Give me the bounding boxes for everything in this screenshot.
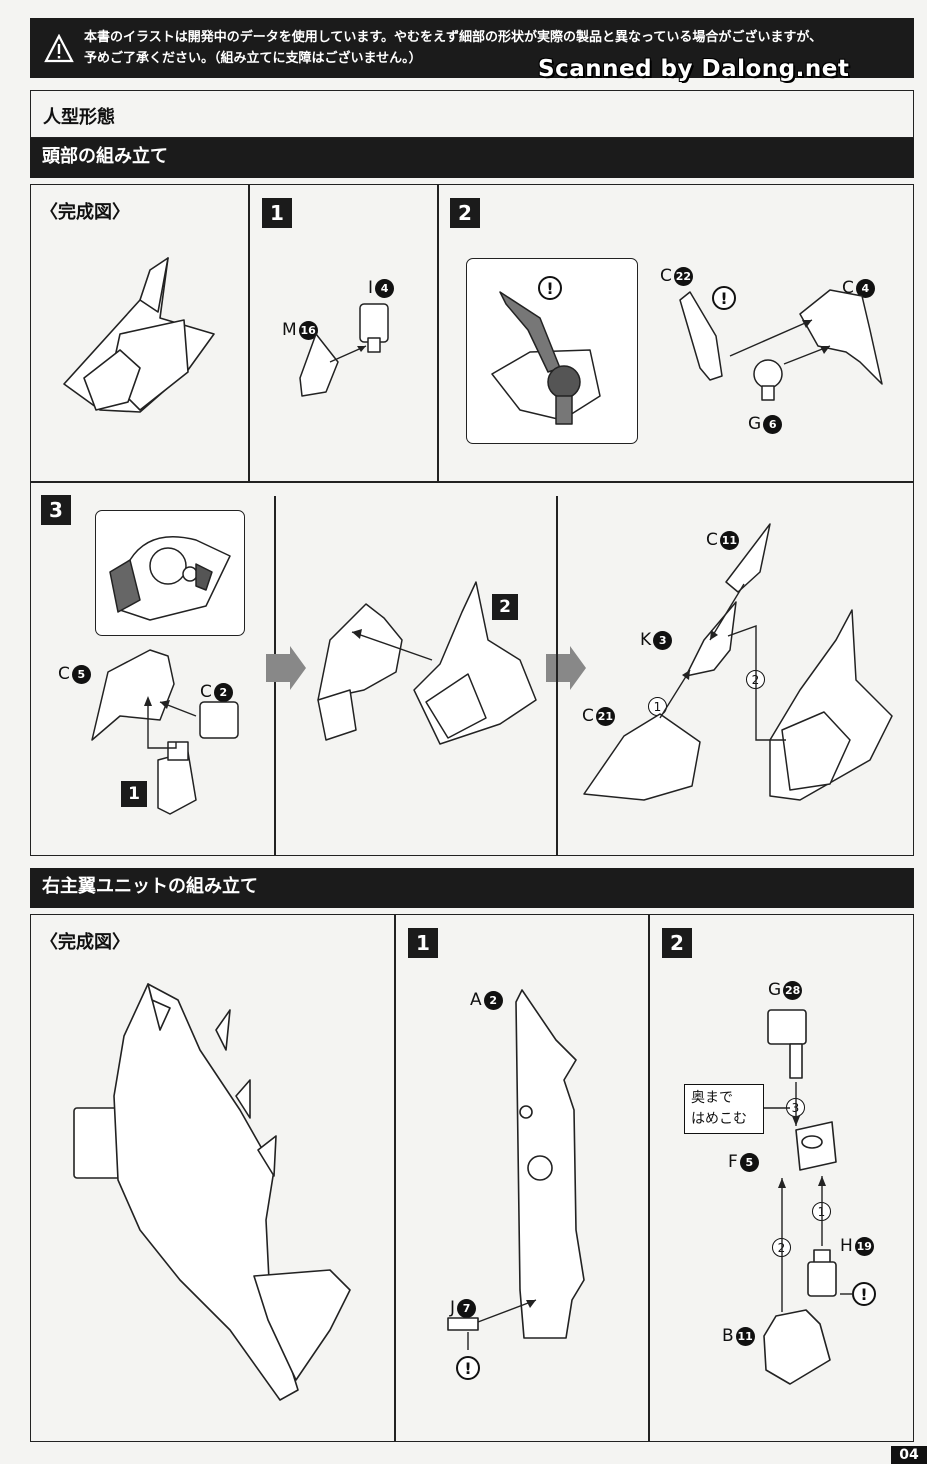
head-section-title: 頭部の組み立て [30,138,914,178]
wing-section-title: 右主翼ユニットの組み立て [30,868,914,908]
warning-line-2: 予めご了承ください。（組み立てに支障はございません。） [84,51,422,66]
watermark: Scanned by Dalong.net [538,56,850,82]
head-complete-label: 〈完成図〉 [40,202,130,223]
ref-step-2-badge: 2 [492,594,518,620]
callout-line-1: 奥まで [691,1090,733,1106]
divider [437,184,439,482]
mode-title: 人型形態 [43,107,115,128]
callout-line-2: はめこむ [691,1111,747,1127]
divider [648,914,650,1442]
wing-complete-label: 〈完成図〉 [40,932,130,953]
head-panel-row-2 [30,482,914,856]
divider [556,496,558,856]
mode-header: 人型形態 [30,90,914,138]
warning-text: 本書のイラストは開発中のデータを使用しています。やむをえず細部の形状が実際の製品… [84,27,909,69]
divider [394,914,396,1442]
warning-banner: 本書のイラストは開発中のデータを使用しています。やむをえず細部の形状が実際の製品… [30,18,914,78]
wing-panel [30,914,914,1442]
insert-fully-callout: 奥まで はめこむ [684,1084,764,1134]
head-step-2-badge: 2 [450,198,480,228]
caution-icon: ! [456,1356,480,1380]
wing-step-2-badge: 2 [662,928,692,958]
divider [248,184,250,482]
head-step-1-badge: 1 [262,198,292,228]
wing-step-1-badge: 1 [408,928,438,958]
caution-icon: ! [712,286,736,310]
head-step-3-badge: 3 [41,495,71,525]
ref-step-1-badge: 1 [121,781,147,807]
caution-icon: ! [538,276,562,300]
warning-line-1: 本書のイラストは開発中のデータを使用しています。やむをえず細部の形状が実際の製品… [84,30,823,45]
warning-triangle-icon [44,34,74,63]
page-number: 04 [891,1446,927,1464]
head-panel-row-1 [30,184,914,482]
